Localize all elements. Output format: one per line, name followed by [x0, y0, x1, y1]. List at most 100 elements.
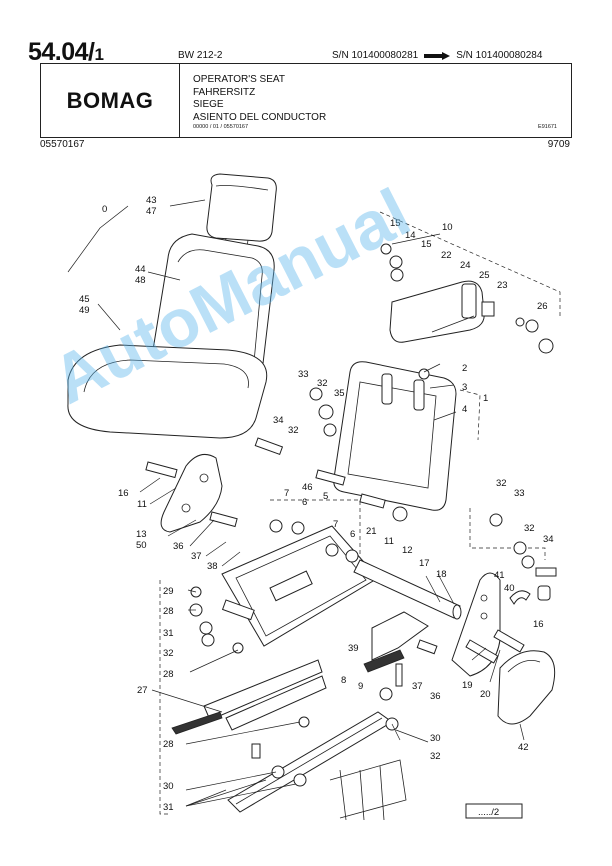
serial-to: S/N 101400080284: [456, 50, 543, 61]
serial-from: S/N 101400080281: [332, 50, 419, 61]
callout-1: 1: [483, 393, 488, 404]
callout-47: 47: [146, 206, 157, 217]
callout-0: 0: [102, 204, 107, 215]
title-en: OPERATOR'S SEAT: [193, 74, 285, 85]
callout-7a: 7: [284, 488, 289, 499]
callout-7b: 7: [333, 519, 338, 530]
callout-15a: 15: [390, 218, 401, 229]
continuation-label: ...../2: [478, 807, 499, 818]
callout-29: 29: [163, 586, 174, 597]
callout-50: 50: [136, 540, 147, 551]
slide-rail-left-drawing: [159, 580, 327, 815]
callout-labels: 0 43 47 44 48 45 49 10 15 14 15 22 24 25…: [79, 195, 554, 818]
callout-32e: 32: [163, 648, 174, 659]
serial-range: S/N 101400080281 S/N 101400080284: [332, 50, 542, 61]
brand-logo: BOMAG: [41, 64, 180, 137]
page-number: 54.04/1: [28, 38, 104, 67]
callout-23: 23: [497, 280, 508, 291]
callout-40: 40: [504, 583, 515, 594]
callout-41: 41: [494, 570, 505, 581]
part-number: 05570167: [40, 139, 85, 150]
callout-33a: 33: [298, 369, 309, 380]
callout-32c: 32: [496, 478, 507, 489]
page-number-sub: 1: [94, 45, 104, 64]
seat-group-bracket: [67, 205, 129, 273]
armrest-drawing: [379, 211, 561, 354]
callout-42: 42: [518, 742, 529, 753]
callout-9: 9: [358, 681, 363, 692]
brand-name: BOMAG: [66, 87, 154, 113]
callout-15b: 15: [421, 239, 432, 250]
callout-30b: 30: [163, 781, 174, 792]
date-code: 9709: [547, 139, 570, 150]
slide-rail-base-drawing: [227, 711, 407, 821]
callout-32f: 32: [430, 751, 441, 762]
title-es: ASIENTO DEL CONDUCTOR: [193, 111, 327, 123]
callout-19: 19: [462, 680, 473, 691]
callout-6b: 6: [350, 529, 355, 540]
callout-20: 20: [480, 689, 491, 700]
callout-26: 26: [537, 301, 548, 312]
leader-lines: [97, 199, 525, 807]
callout-3: 3: [462, 382, 467, 393]
callout-31a: 31: [163, 628, 174, 639]
callout-28c: 28: [163, 739, 174, 750]
document-reference: 00000 / 01 / 05570167: [193, 124, 249, 130]
callout-21: 21: [366, 526, 377, 537]
arrow-right-icon: [424, 51, 451, 60]
callout-28b: 28: [163, 669, 174, 680]
callout-6a: 6: [302, 497, 307, 508]
callout-22: 22: [441, 250, 452, 261]
callout-34b: 34: [543, 534, 554, 545]
callout-24: 24: [460, 260, 471, 271]
callout-8: 8: [341, 675, 346, 686]
callout-25: 25: [479, 270, 490, 281]
title-block: BOMAG OPERATOR'S SEAT FAHRERSITZ SIEGE A…: [40, 63, 572, 138]
tube-drawing: [353, 559, 462, 620]
callout-13: 13: [136, 529, 147, 540]
callout-28a: 28: [163, 606, 174, 617]
callout-45: 45: [79, 294, 90, 305]
callout-5: 5: [323, 491, 328, 502]
callout-27: 27: [137, 685, 148, 696]
lever-mechanism-drawing: [363, 611, 438, 701]
callout-10: 10: [442, 222, 453, 233]
seat-base-frame-drawing: [221, 499, 379, 647]
title-de: FAHRERSITZ: [193, 86, 256, 98]
callout-36a: 36: [173, 541, 184, 552]
callout-36b: 36: [430, 691, 441, 702]
callout-32a: 32: [317, 378, 328, 389]
callout-49: 49: [79, 305, 90, 316]
callout-4: 4: [462, 404, 467, 415]
callout-12: 12: [402, 545, 413, 556]
title-list: OPERATOR'S SEAT FAHRERSITZ SIEGE ASIENTO…: [193, 74, 326, 124]
backrest-frame-drawing: [333, 361, 481, 511]
callout-46: 46: [302, 482, 313, 493]
callout-14: 14: [405, 230, 416, 241]
continuation-box: [465, 803, 523, 819]
callout-32d: 32: [524, 523, 535, 534]
bolts-middle-drawing: [209, 387, 408, 528]
callout-2: 2: [462, 363, 467, 374]
page-number-main: 54.04/: [28, 38, 95, 66]
title-fr: SIEGE: [193, 99, 224, 110]
side-plate-left-drawing: [145, 453, 223, 533]
callout-17: 17: [419, 558, 430, 569]
callout-11a: 11: [137, 499, 147, 510]
callout-37b: 37: [412, 681, 423, 692]
callout-37a: 37: [191, 551, 202, 562]
callout-16b: 16: [533, 619, 544, 630]
callout-48: 48: [135, 275, 146, 286]
callout-11b: 11: [384, 536, 394, 547]
figure-reference: E91671: [538, 124, 557, 130]
callout-30a: 30: [430, 733, 441, 744]
callout-32b: 32: [288, 425, 299, 436]
machine-model: BW 212-2: [178, 50, 223, 61]
callout-44: 44: [135, 264, 146, 275]
callout-38: 38: [207, 561, 218, 572]
callout-18: 18: [436, 569, 447, 580]
callout-16a: 16: [118, 488, 129, 499]
callout-34a: 34: [273, 415, 284, 426]
callout-31b: 31: [163, 802, 174, 813]
